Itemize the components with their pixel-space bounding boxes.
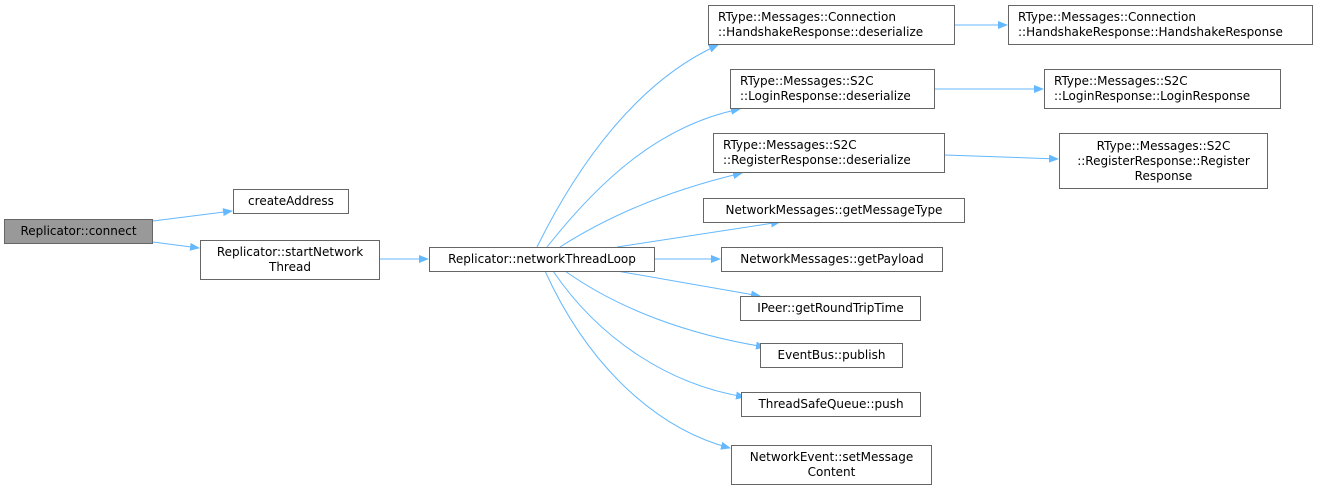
node-handshake-deserialize[interactable]: RType::Messages::Connection ::HandshakeR…: [708, 5, 955, 45]
node-get-payload[interactable]: NetworkMessages::getPayload: [721, 247, 943, 272]
edge-loop-getmessagetype: [616, 219, 781, 248]
node-get-message-type[interactable]: NetworkMessages::getMessageType: [703, 198, 965, 223]
node-login-deserialize[interactable]: RType::Messages::S2C ::LoginResponse::de…: [730, 69, 935, 109]
node-get-round-trip-time[interactable]: IPeer::getRoundTripTime: [740, 296, 921, 321]
edge-loop-publish: [564, 270, 766, 350]
node-replicator-connect: Replicator::connect: [4, 219, 153, 244]
edge-loop-login: [546, 106, 741, 248]
edge-loop-roundtrip: [616, 270, 761, 299]
node-set-message-content[interactable]: NetworkEvent::setMessage Content: [731, 445, 932, 485]
node-network-thread-loop[interactable]: Replicator::networkThreadLoop: [429, 247, 655, 272]
node-start-network-thread[interactable]: Replicator::startNetwork Thread: [200, 240, 380, 280]
node-login-constructor[interactable]: RType::Messages::S2C ::LoginResponse::Lo…: [1044, 69, 1281, 109]
node-eventbus-publish[interactable]: EventBus::publish: [760, 343, 903, 368]
node-handshake-constructor[interactable]: RType::Messages::Connection ::HandshakeR…: [1008, 5, 1313, 45]
edge-loop-push: [552, 270, 746, 400]
edge-loop-register: [559, 171, 743, 248]
node-register-constructor[interactable]: RType::Messages::S2C ::RegisterResponse:…: [1059, 133, 1268, 189]
edge-loop-handshake: [536, 44, 719, 248]
edge-connect-startnetworkthread: [152, 241, 200, 251]
edge-loop-setmessagecontent: [544, 270, 731, 450]
node-create-address[interactable]: createAddress: [233, 189, 349, 214]
edge-connect-createaddress: [152, 208, 233, 222]
node-threadsafequeue-push[interactable]: ThreadSafeQueue::push: [741, 392, 921, 417]
node-register-deserialize[interactable]: RType::Messages::S2C ::RegisterResponse:…: [713, 133, 945, 173]
edge-register-ctor: [944, 154, 1059, 163]
